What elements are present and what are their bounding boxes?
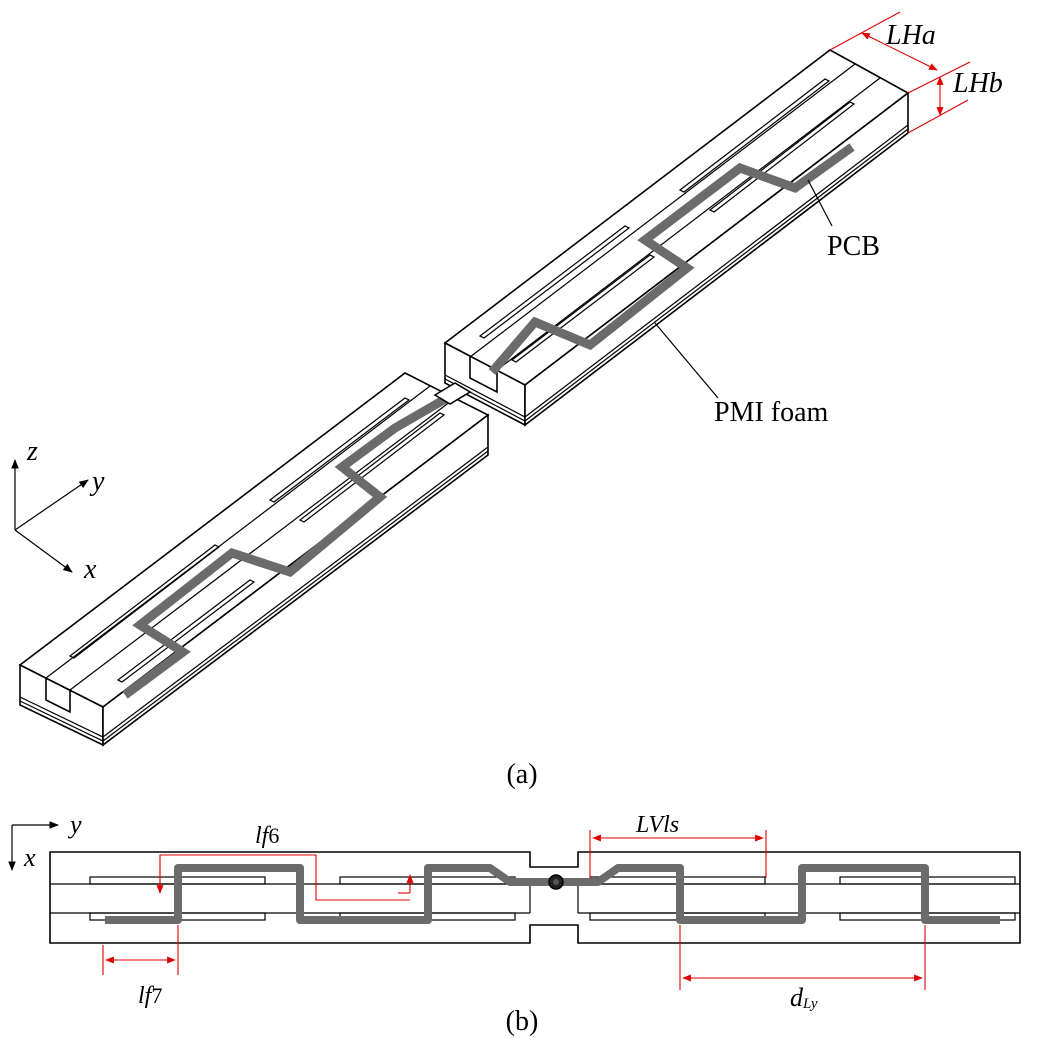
- lf7-label: lf7: [138, 983, 162, 1009]
- lf6-label: lf6: [255, 823, 279, 849]
- lha-dimension-line: [861, 32, 938, 71]
- pcb-label: PCB: [827, 231, 880, 262]
- right-arm-slot-2: [510, 254, 656, 363]
- figure-b-topview: lf6 lf7 LVls dLy y x (b): [8, 810, 1021, 1037]
- pmi-foam-leader-line: [654, 322, 719, 399]
- axis-y-label-a: y: [89, 466, 105, 497]
- axes-a: [11, 459, 89, 573]
- caption-b: (b): [506, 1006, 539, 1037]
- axis-y-label-b: y: [67, 810, 82, 839]
- left-arm-pcb-layer-2: [19, 450, 489, 742]
- left-arm-groove-line-1: [45, 385, 431, 679]
- right-arm-pcb-layer: [444, 124, 909, 418]
- left-arm-meander-trace: [122, 368, 495, 699]
- left-arm: [18, 368, 495, 747]
- left-arm-slot-3: [268, 397, 411, 503]
- figure-a-isometric: LHa LHb PCB PMI foam z y x (a): [11, 11, 1003, 790]
- left-arm-slot-1: [68, 544, 221, 659]
- left-arm-top-face: [18, 372, 490, 708]
- left-arm-slot-4: [298, 412, 446, 523]
- right-arm-groove: [469, 357, 498, 394]
- right-arm-groove-line-2: [496, 77, 881, 371]
- right-arm-meander-trace: [488, 143, 855, 375]
- lha-lhb-dimensions: [829, 11, 971, 134]
- left-arm-slot-2: [116, 579, 256, 683]
- pmi-foam-label: PMI foam: [714, 397, 829, 428]
- lha-label: LHa: [885, 20, 936, 51]
- lhb-label: LHb: [952, 68, 1003, 99]
- axes-b: [8, 821, 59, 871]
- right-arm-slot-4: [708, 101, 856, 213]
- axis-x-label-b: x: [23, 843, 36, 872]
- pcb-leader-line: [807, 179, 833, 227]
- axis-z-label-a: z: [26, 436, 38, 467]
- right-arm-pcb-layer-2: [444, 128, 909, 422]
- center-bridge: [433, 382, 472, 405]
- right-arm-groove-line-1: [469, 63, 856, 358]
- right-arm-slot-3: [678, 78, 831, 193]
- dly-label: dLy: [790, 983, 818, 1012]
- right-arm-slot-1: [478, 225, 631, 339]
- lvls-label: LVls: [635, 812, 679, 838]
- caption-a: (a): [506, 759, 537, 790]
- axis-x-label-a: x: [83, 554, 97, 585]
- left-arm-pcb-layer: [19, 446, 489, 738]
- left-arm-groove: [45, 678, 71, 714]
- left-arm-groove-line-2: [69, 397, 456, 691]
